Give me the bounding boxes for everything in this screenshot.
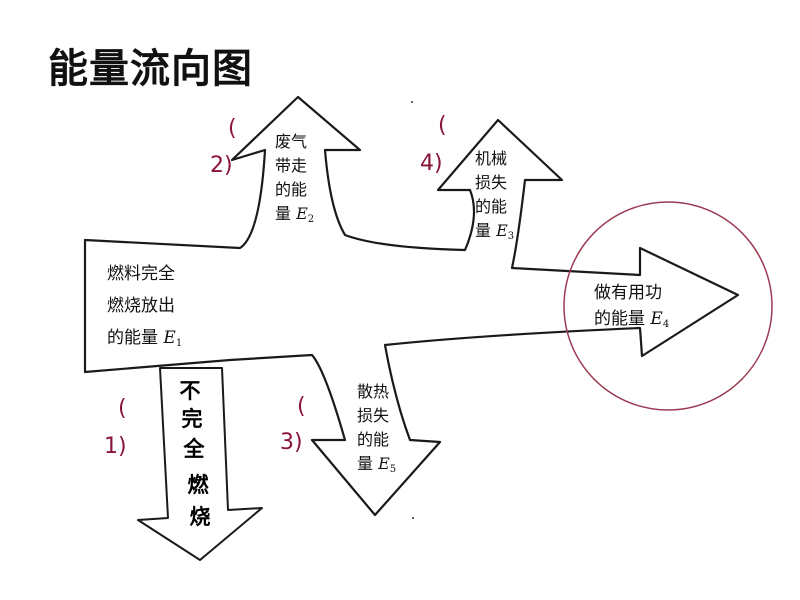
- exhaust-line-2: 带走: [275, 156, 308, 175]
- page-title: 能量流向图: [48, 46, 253, 92]
- useful-work-highlight-circle: [563, 201, 773, 411]
- heat-line-4: 量 E5: [357, 454, 397, 475]
- marker-3-open: (: [297, 394, 306, 419]
- marker-2-open: (: [228, 116, 237, 141]
- speck-mark: [411, 101, 413, 103]
- marker-1-label: 1): [104, 434, 127, 459]
- mechanical-line-1: 机械: [475, 149, 508, 168]
- mechanical-line-2: 损失: [475, 173, 508, 192]
- exhaust-loss-label: 废气 带走 的能 量 E2: [275, 130, 314, 232]
- marker-4-label: 4): [420, 151, 443, 176]
- marker-1-open: (: [118, 396, 127, 421]
- mechanical-line-3: 的能: [475, 197, 508, 216]
- main-line-3: 的能量 E1: [107, 328, 183, 349]
- marker-3-label: 3): [280, 430, 303, 455]
- useful-work-label: 做有用功 的能量 E4: [594, 280, 669, 338]
- mechanical-line-4: 量 E3: [475, 221, 515, 242]
- exhaust-line-3: 的能: [275, 180, 308, 199]
- speck-mark: [412, 517, 414, 519]
- marker-2-label: 2): [210, 153, 233, 178]
- incomplete-char-2: 完: [181, 407, 203, 431]
- exhaust-line-4: 量 E2: [275, 204, 315, 225]
- main-flow-arrow: [83, 95, 740, 517]
- useful-line-2: 的能量 E4: [594, 309, 670, 330]
- incomplete-char-3: 全: [183, 437, 205, 461]
- incomplete-char-4: 燃: [187, 473, 209, 497]
- marker-4-open: (: [438, 113, 447, 138]
- incomplete-combustion-arrow: [137, 367, 263, 561]
- heat-line-2: 损失: [357, 406, 390, 425]
- incomplete-char-1: 不: [179, 379, 201, 403]
- mechanical-loss-label: 机械 损失 的能 量 E3: [475, 147, 514, 249]
- exhaust-line-1: 废气: [275, 132, 308, 151]
- main-line-2: 燃烧放出: [107, 296, 175, 316]
- incomplete-char-5: 烧: [189, 505, 211, 529]
- heat-line-3: 的能: [357, 430, 390, 449]
- heat-loss-label: 散热 损失 的能 量 E5: [357, 380, 396, 482]
- main-energy-label: 燃料完全 燃烧放出 的能量 E1: [107, 258, 182, 360]
- useful-line-1: 做有用功: [594, 283, 662, 303]
- main-line-1: 燃料完全: [107, 264, 175, 284]
- heat-line-1: 散热: [357, 382, 390, 401]
